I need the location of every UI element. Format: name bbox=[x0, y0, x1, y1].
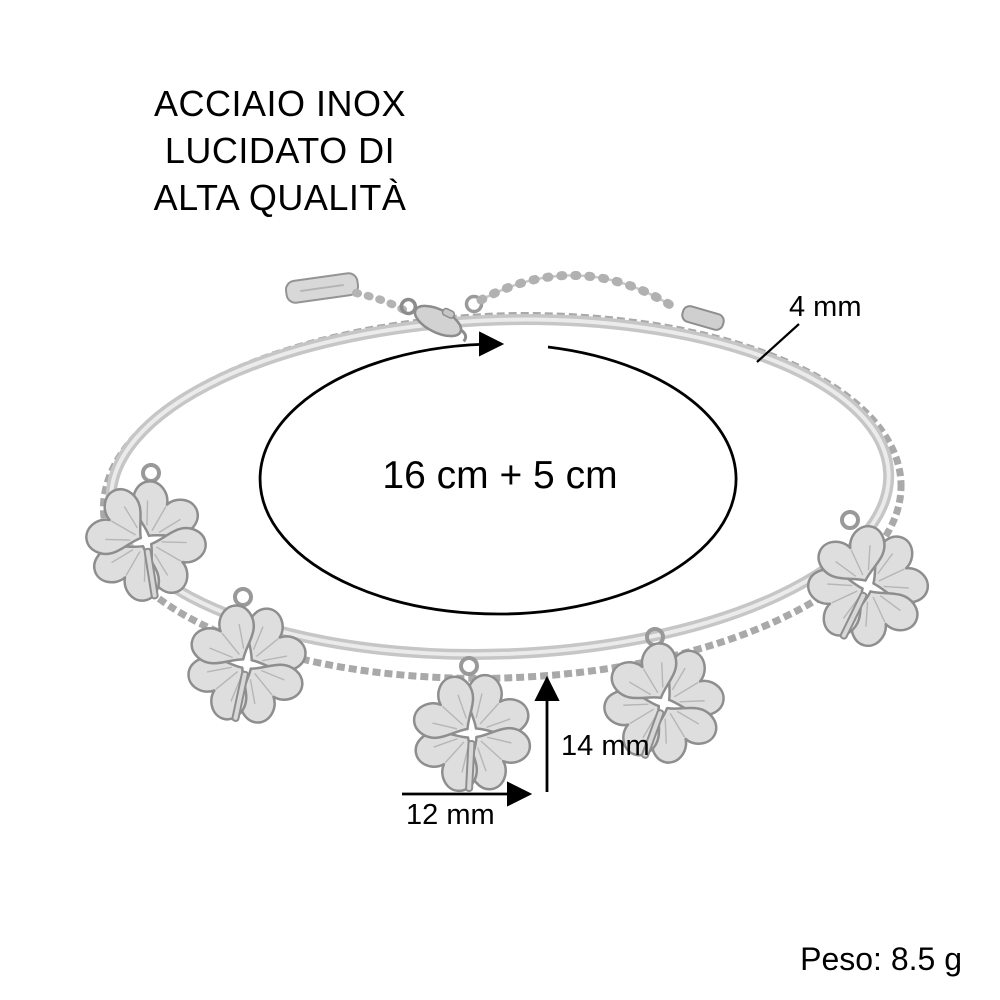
clover-charm-2 bbox=[177, 594, 317, 734]
tag-link-chain bbox=[352, 289, 408, 314]
charm-width-label: 12 mm bbox=[406, 799, 495, 831]
bracelet-length-label: 16 cm + 5 cm bbox=[382, 454, 618, 497]
lobster-clasp bbox=[399, 297, 468, 343]
charm-ring bbox=[459, 656, 479, 676]
charm-ring bbox=[840, 510, 860, 530]
extension-chain bbox=[476, 270, 677, 311]
material-title-line-3: ALTA QUALITÀ bbox=[153, 177, 407, 218]
material-title: ACCIAIO INOX LUCIDATO DI ALTA QUALITÀ bbox=[95, 80, 465, 221]
material-title-line-1: ACCIAIO INOX bbox=[153, 83, 407, 124]
chain-thickness-label: 4 mm bbox=[789, 291, 862, 323]
clover-charms bbox=[68, 463, 949, 800]
length-ellipse-arrow bbox=[258, 331, 738, 616]
curb-chain bbox=[99, 312, 905, 682]
charm-ring bbox=[141, 463, 161, 483]
chain-end-cap bbox=[681, 305, 725, 331]
clover-charm-3 bbox=[405, 666, 539, 800]
brand-tag bbox=[284, 272, 360, 304]
material-title-line-2: LUCIDATO DI bbox=[164, 130, 396, 171]
clover-charm-5 bbox=[787, 505, 950, 668]
weight-label: Peso: 8.5 g bbox=[800, 941, 962, 977]
charm-height-label: 14 mm bbox=[561, 730, 650, 762]
measurement-annotations bbox=[258, 323, 800, 807]
thickness-pointer-line bbox=[756, 323, 800, 363]
clasp-assembly bbox=[284, 270, 725, 343]
clover-charm-1 bbox=[68, 463, 224, 619]
charm-ring bbox=[233, 587, 253, 607]
